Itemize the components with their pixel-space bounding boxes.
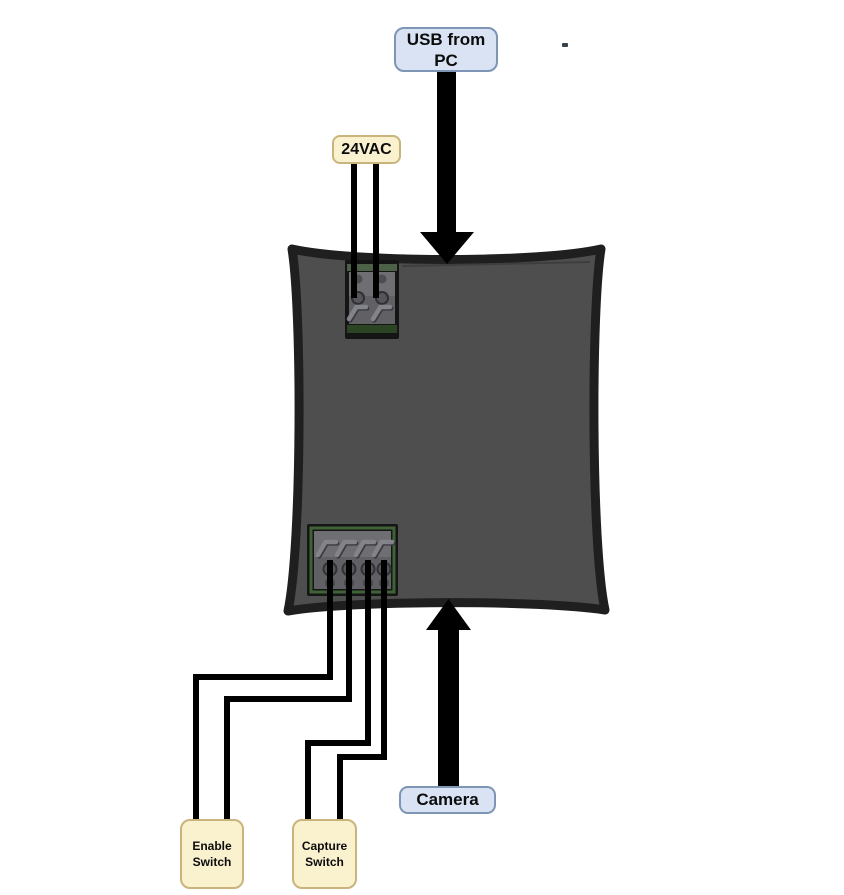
wire-enable-2 [224, 560, 352, 821]
camera-label-text: Camera [416, 790, 479, 809]
device-lid-seam [401, 261, 591, 267]
camera-label: Camera [399, 786, 496, 814]
usb-label-line2: PC [434, 50, 458, 70]
wire-enable-1 [193, 560, 333, 821]
stray-dash-mark [562, 43, 568, 47]
capture-switch-label: Capture Switch [292, 819, 357, 889]
camera-arrow-up-icon [426, 599, 471, 787]
enable-switch-line1: Enable [192, 839, 232, 853]
device-body [283, 244, 610, 616]
24vac-label: 24VAC [332, 135, 401, 164]
capture-switch-line2: Switch [305, 855, 344, 869]
wire-capture-1 [305, 560, 371, 821]
24vac-label-text: 24VAC [341, 140, 392, 158]
wire-capture-2 [337, 560, 387, 821]
device-enclosure [283, 244, 610, 616]
usb-arrow-down-icon [420, 70, 474, 264]
capture-switch-line1: Capture [301, 839, 348, 853]
usb-label-line1: USB from [406, 29, 486, 49]
enable-switch-label: Enable Switch [180, 819, 244, 889]
usb-from-pc-label: USB from PC [394, 27, 498, 72]
enable-switch-line2: Switch [192, 855, 232, 869]
